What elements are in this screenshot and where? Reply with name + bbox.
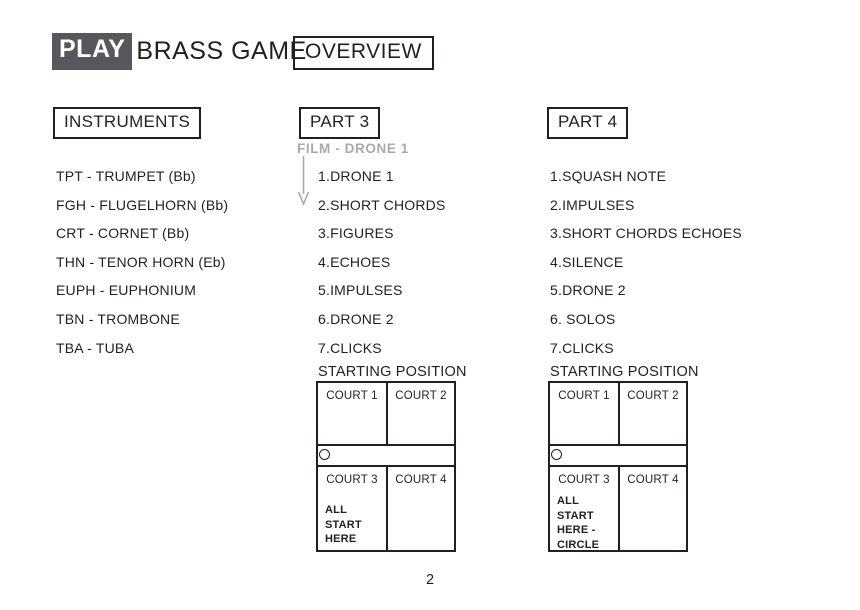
- instruments-section-heading: INSTRUMENTS: [53, 107, 202, 139]
- court-diagram-part4: COURT 1 COURT 2 COURT 3 ALL START HERE -…: [548, 381, 688, 552]
- court4-cell: COURT 4: [388, 467, 454, 550]
- court4-cell: COURT 4: [620, 467, 686, 550]
- page-number: 2: [425, 572, 435, 588]
- part4-section-heading: PART 4: [547, 107, 629, 139]
- part3-section-heading: PART 3: [299, 107, 381, 139]
- court-label: COURT 4: [395, 474, 447, 486]
- court1-cell: COURT 1: [550, 383, 620, 444]
- court-label: COURT 2: [395, 390, 447, 402]
- court-bottom-row: COURT 3 ALL START HERE - CIRCLE COURT 4: [550, 467, 686, 551]
- center-band: [550, 446, 686, 467]
- court-label: COURT 1: [558, 390, 610, 402]
- court-top-row: COURT 1 COURT 2: [550, 383, 686, 446]
- court3-cell: COURT 3 ALL START HERE - CIRCLE: [550, 467, 620, 551]
- list-item: 1.SQUASH NOTE: [550, 168, 667, 184]
- starting-position-label: STARTING POSITION: [550, 364, 699, 380]
- court-label: COURT 3: [326, 474, 378, 486]
- list-item: EUPH - EUPHONIUM: [56, 282, 197, 299]
- start-note: ALL START HERE - CIRCLE: [557, 495, 600, 551]
- play-badge: PLAY: [52, 33, 133, 70]
- film-drone-label: FILM - DRONE 1: [297, 141, 409, 156]
- list-item: 6.DRONE 2: [318, 310, 394, 327]
- court2-cell: COURT 2: [388, 383, 454, 444]
- list-item: 4.SILENCE: [550, 253, 624, 270]
- court-bottom-row: COURT 3 ALL START HERE COURT 4: [318, 467, 454, 550]
- start-circle-marker: [319, 449, 330, 460]
- list-item: 3.FIGURES: [318, 225, 394, 242]
- list-item: TBA - TUBA: [56, 339, 134, 356]
- court-label: COURT 1: [326, 390, 378, 402]
- list-item: 5.IMPULSES: [318, 282, 403, 299]
- list-item: 1.DRONE 1: [318, 168, 394, 184]
- page-title: PLAY BRASS GAME: [52, 33, 307, 70]
- list-item: 3.SHORT CHORDS ECHOES: [550, 225, 742, 242]
- list-item: 2.SHORT CHORDS: [318, 196, 446, 213]
- court-label: COURT 2: [627, 390, 679, 402]
- part4-list: 1.SQUASH NOTE 2.IMPULSES 3.SHORT CHORDS …: [550, 162, 742, 362]
- court3-cell: COURT 3 ALL START HERE: [318, 467, 388, 550]
- brass-game-title: BRASS GAME: [136, 36, 307, 65]
- court2-cell: COURT 2: [620, 383, 686, 444]
- list-item: CRT - CORNET (Bb): [56, 225, 190, 242]
- start-circle-marker: [551, 449, 562, 460]
- court-diagram-rows: COURT 1 COURT 2 COURT 3 ALL START HERE -…: [550, 383, 686, 551]
- court-top-row: COURT 1 COURT 2: [318, 383, 454, 446]
- center-band: [318, 446, 454, 467]
- part3-list: 1.DRONE 1 2.SHORT CHORDS 3.FIGURES 4.ECH…: [318, 162, 446, 362]
- list-item: 4.ECHOES: [318, 253, 391, 270]
- list-item: TBN - TROMBONE: [56, 310, 180, 327]
- court-diagram-rows: COURT 1 COURT 2 COURT 3 ALL START HERE C…: [318, 383, 454, 550]
- start-note: ALL START HERE: [325, 504, 362, 545]
- court1-cell: COURT 1: [318, 383, 388, 444]
- list-item: 6. SOLOS: [550, 310, 616, 327]
- list-item: 2.IMPULSES: [550, 196, 635, 213]
- instruments-list: TPT - TRUMPET (Bb) FGH - FLUGELHORN (Bb)…: [56, 162, 228, 362]
- court-label: COURT 4: [627, 474, 679, 486]
- starting-position-label: STARTING POSITION: [318, 364, 467, 380]
- court-diagram-part3: COURT 1 COURT 2 COURT 3 ALL START HERE C…: [316, 381, 456, 552]
- overview-label-box: OVERVIEW: [293, 36, 434, 70]
- down-arrow-icon: [297, 156, 310, 211]
- list-item: 7.CLICKS: [550, 339, 614, 356]
- list-item: FGH - FLUGELHORN (Bb): [56, 196, 229, 213]
- list-item: THN - TENOR HORN (Eb): [56, 253, 226, 270]
- court-label: COURT 3: [558, 474, 610, 486]
- list-item: 5.DRONE 2: [550, 282, 626, 299]
- list-item: 7.CLICKS: [318, 339, 382, 356]
- list-item: TPT - TRUMPET (Bb): [56, 168, 196, 184]
